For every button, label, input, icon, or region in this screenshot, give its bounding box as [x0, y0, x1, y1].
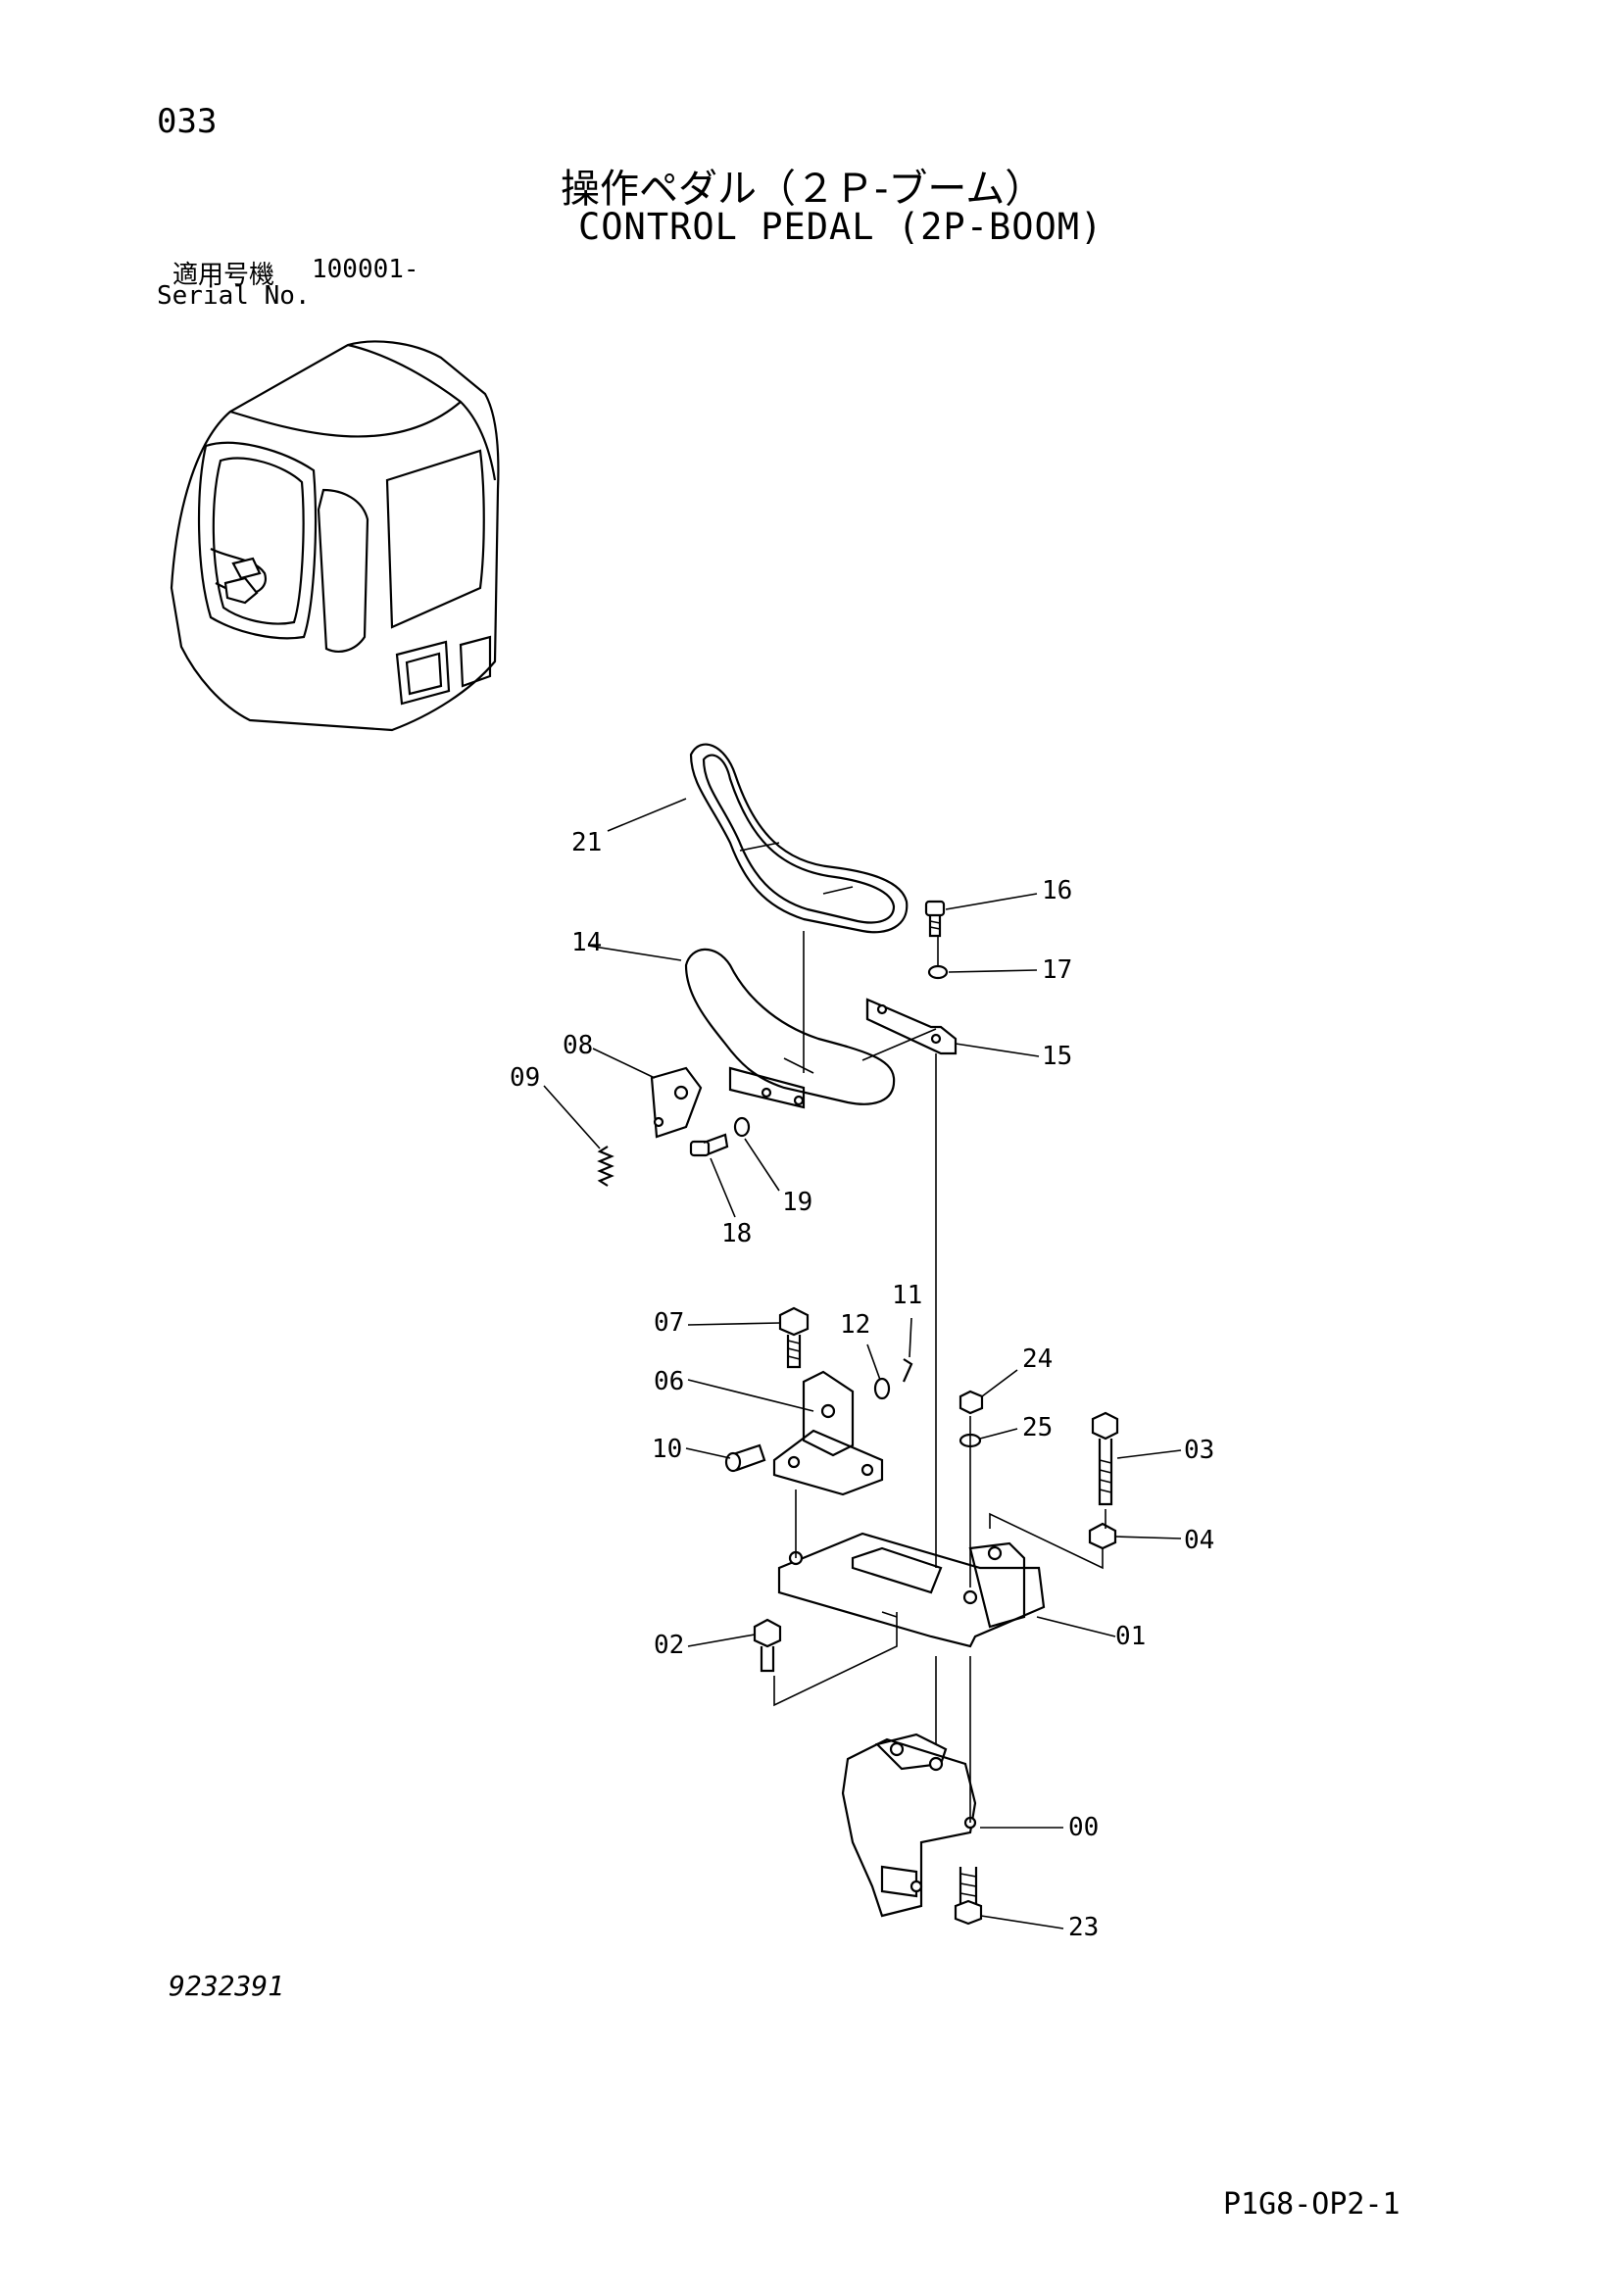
- bracket-06: [772, 1370, 884, 1496]
- callout-04: 04: [1184, 1526, 1214, 1555]
- sheet-code: P1G8-OP2-1: [1223, 2187, 1401, 2222]
- pilot-valve-00: [841, 1733, 977, 1918]
- callout-02: 02: [654, 1631, 684, 1660]
- screw-18: [689, 1133, 729, 1157]
- callout-16: 16: [1042, 876, 1072, 905]
- washer-19: [733, 1116, 751, 1138]
- bolt-23: [954, 1867, 983, 1926]
- callout-18: 18: [721, 1219, 752, 1248]
- serial-label-japanese: 適用号機: [172, 261, 275, 290]
- callout-24: 24: [1022, 1344, 1053, 1374]
- bolt-07: [778, 1306, 810, 1369]
- callout-19: 19: [782, 1188, 812, 1217]
- bolt-03: [1091, 1411, 1119, 1506]
- serial-label-english: Serial No.: [157, 281, 311, 311]
- spring-09: [597, 1146, 614, 1187]
- part-callouts: 21 16 14 17 08 15 09 19 18 11 07 12 24 0…: [510, 828, 1214, 1942]
- callout-01: 01: [1115, 1622, 1146, 1651]
- leader-lines: [543, 798, 1182, 1930]
- callout-11: 11: [892, 1281, 922, 1310]
- callout-25: 25: [1022, 1413, 1053, 1442]
- callout-21: 21: [571, 828, 602, 857]
- drawing-number: 9232391: [169, 1970, 285, 2002]
- callout-14: 14: [571, 928, 602, 957]
- callout-12: 12: [840, 1310, 870, 1340]
- washer-12: [873, 1377, 891, 1400]
- serial-number-start: 100001-: [312, 255, 419, 284]
- page-title-japanese: 操作ペダル（２Ｐ-ブーム）: [561, 167, 1045, 212]
- callout-06: 06: [654, 1367, 684, 1396]
- callout-10: 10: [652, 1435, 682, 1464]
- callout-15: 15: [1042, 1042, 1072, 1071]
- callout-23: 23: [1068, 1913, 1099, 1942]
- nut-24: [958, 1390, 984, 1415]
- base-plate-01: [777, 1532, 1046, 1648]
- split-pin-11: [902, 1358, 913, 1383]
- bolt-02: [753, 1618, 782, 1673]
- callout-07: 07: [654, 1308, 684, 1338]
- lever-08: [650, 1066, 703, 1139]
- page-title-english: CONTROL PEDAL (2P-BOOM): [578, 206, 1104, 248]
- pin-10: [724, 1443, 766, 1473]
- callout-03: 03: [1184, 1436, 1214, 1465]
- callout-17: 17: [1042, 955, 1072, 985]
- callout-08: 08: [563, 1031, 593, 1060]
- callout-00: 00: [1068, 1813, 1099, 1842]
- nut-04: [1088, 1522, 1117, 1550]
- assembly-lines: [773, 931, 1106, 1823]
- pedal: [684, 948, 896, 1109]
- screw-16: [924, 900, 946, 938]
- pedal-cover: [689, 743, 909, 934]
- cab-overview-illustration: [170, 340, 500, 732]
- pedal-bracket: [865, 998, 958, 1055]
- washer-17: [927, 964, 949, 980]
- callout-09: 09: [510, 1063, 540, 1093]
- page-number: 033: [157, 102, 218, 141]
